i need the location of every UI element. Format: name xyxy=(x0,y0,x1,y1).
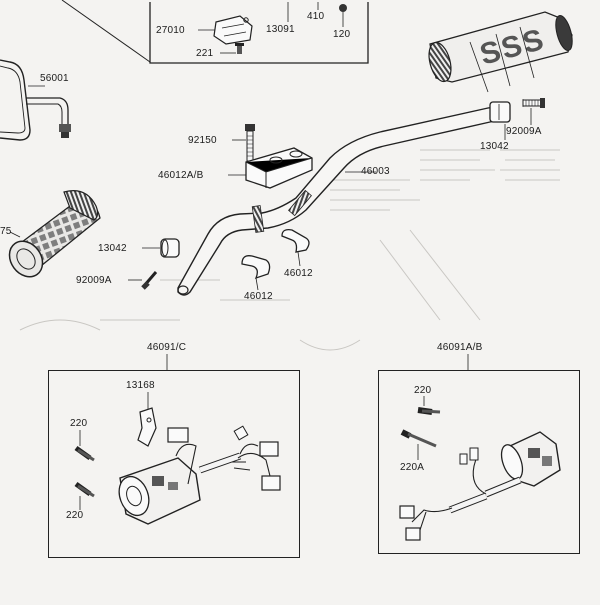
clamp-46012ab xyxy=(228,147,313,189)
label-13042-left: 13042 xyxy=(98,243,127,254)
label-46003: 46003 xyxy=(361,166,390,177)
label-56001: 56001 xyxy=(40,73,69,84)
clamp-half-right xyxy=(281,228,310,267)
bracket-27010 xyxy=(198,15,253,45)
right-switch-box xyxy=(378,370,580,554)
throttle-grip: SSS xyxy=(428,11,573,93)
bolt-92009a-left xyxy=(128,271,158,290)
end-weight-left xyxy=(142,238,180,258)
label-220-right: 220 xyxy=(414,385,432,396)
label-13042-top: 13042 xyxy=(480,141,509,152)
label-221: 221 xyxy=(196,48,214,59)
left-grip-75 xyxy=(8,190,101,278)
label-120: 120 xyxy=(333,29,351,40)
screw-220-left-bottom xyxy=(74,481,95,510)
label-410: 410 xyxy=(307,11,325,22)
handlebar-46003 xyxy=(177,106,500,296)
clamp-half-bottom xyxy=(241,255,271,291)
screw-220-right xyxy=(417,396,441,415)
label-46012-bottom: 46012 xyxy=(244,291,273,302)
end-weight-top xyxy=(489,101,511,140)
label-220a: 220A xyxy=(400,462,425,473)
label-46012ab: 46012A/B xyxy=(158,170,204,181)
mirror-56001 xyxy=(0,59,71,141)
left-switch-box xyxy=(48,370,300,558)
label-75: 75 xyxy=(0,226,12,237)
top-parts-box xyxy=(61,0,369,64)
label-46091c: 46091/C xyxy=(147,342,187,353)
label-46091ab: 46091A/B xyxy=(437,342,483,353)
label-92009a-left: 92009A xyxy=(76,275,112,286)
screw-220a-right xyxy=(400,429,437,460)
screw-221 xyxy=(220,43,244,54)
label-92150: 92150 xyxy=(188,135,217,146)
label-13168: 13168 xyxy=(126,380,155,391)
parts-13091-410 xyxy=(287,2,347,27)
screw-220-left-top xyxy=(74,430,95,462)
left-switch-assembly xyxy=(118,392,281,525)
label-92009a-top: 92009A xyxy=(506,126,542,137)
label-13091: 13091 xyxy=(266,24,295,35)
label-27010: 27010 xyxy=(156,25,185,36)
show-through-marks xyxy=(19,149,560,351)
bolt-92009a-top xyxy=(522,98,545,125)
label-46012-right: 46012 xyxy=(284,268,313,279)
label-220-left-top: 220 xyxy=(70,418,88,429)
bolt-92150 xyxy=(232,124,255,162)
label-220-left-bottom: 220 xyxy=(66,510,84,521)
right-switch-assembly xyxy=(399,431,561,541)
